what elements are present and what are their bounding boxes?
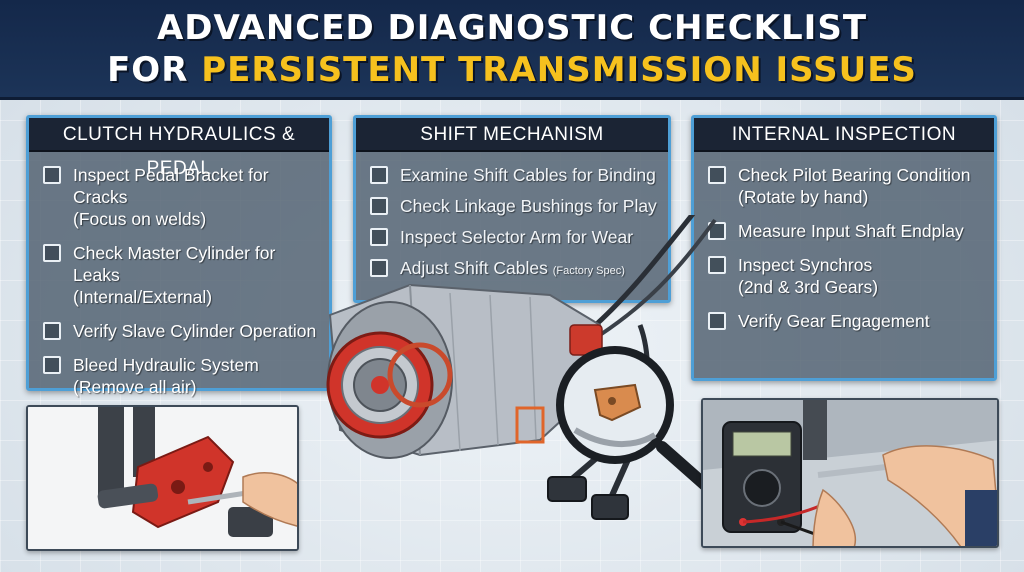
item-label: Verify Gear Engagement [738, 311, 930, 331]
item-detail: (2nd & 3rd Gears) [738, 277, 879, 297]
internal-checklist: Check Pilot Bearing Condition(Rotate by … [694, 152, 994, 332]
item-label: Check Master Cylinder for Leaks [73, 243, 276, 285]
item-label: Verify Slave Cylinder Operation [73, 321, 317, 341]
shift-mechanism-panel: SHIFT MECHANISM Examine Shift Cables for… [353, 115, 671, 303]
checkbox-icon[interactable] [43, 322, 61, 340]
item-detail: (Focus on welds) [73, 209, 207, 229]
checkbox-icon[interactable] [370, 228, 388, 246]
item-label: Measure Input Shaft Endplay [738, 221, 964, 241]
title-line-1: ADVANCED DIAGNOSTIC CHECKLIST [156, 8, 868, 48]
item-label: Examine Shift Cables for Binding [400, 165, 656, 185]
transmission-illustration [326, 215, 717, 520]
item-label: Check Pilot Bearing Condition [738, 165, 971, 185]
title-line-2: FOR PERSISTENT TRANSMISSION ISSUES [0, 49, 1024, 91]
title-accent: PERSISTENT TRANSMISSION ISSUES [201, 50, 917, 90]
item-label: Inspect Synchros [738, 255, 873, 275]
clutch-hydraulics-panel: CLUTCH HYDRAULICS & PEDAL Inspect Pedal … [26, 115, 332, 397]
checklist-item[interactable]: Inspect Selector Arm for Wear [370, 226, 658, 248]
checkbox-icon[interactable] [370, 197, 388, 215]
item-label: Check Linkage Bushings for Play [400, 196, 657, 216]
checklist-item[interactable]: Bleed Hydraulic System(Remove all air) [43, 354, 319, 398]
internal-inspection-panel: INTERNAL INSPECTION Check Pilot Bearing … [691, 115, 997, 381]
item-label: Adjust Shift Cables [400, 258, 548, 278]
item-label: Bleed Hydraulic System [73, 355, 259, 375]
checkbox-icon[interactable] [43, 166, 61, 184]
item-note: (Factory Spec) [552, 265, 625, 277]
checkbox-icon[interactable] [43, 244, 61, 262]
item-detail: (Internal/External) [73, 287, 213, 307]
checklist-item[interactable]: Check Linkage Bushings for Play [370, 195, 658, 217]
internal-panel-title: INTERNAL INSPECTION [694, 118, 994, 152]
checkbox-icon[interactable] [708, 256, 726, 274]
item-label: Inspect Selector Arm for Wear [400, 227, 634, 247]
checkbox-icon[interactable] [708, 166, 726, 184]
checklist-item[interactable]: Verify Slave Cylinder Operation [43, 320, 319, 342]
item-detail: (Rotate by hand) [738, 187, 869, 207]
checklist-item[interactable]: Examine Shift Cables for Binding [370, 164, 658, 186]
item-label: Inspect Pedal Bracket for Cracks [73, 165, 269, 207]
checkbox-icon[interactable] [370, 166, 388, 184]
checklist-item[interactable]: Inspect Synchros(2nd & 3rd Gears) [708, 254, 984, 298]
item-detail: (Remove all air) [73, 377, 197, 397]
checklist-item[interactable]: Check Pilot Bearing Condition(Rotate by … [708, 164, 984, 208]
clutch-panel-title: CLUTCH HYDRAULICS & PEDAL [29, 118, 329, 179]
checklist-item[interactable]: Adjust Shift Cables (Factory Spec) [370, 257, 658, 282]
shift-checklist: Examine Shift Cables for Binding Check L… [356, 152, 668, 282]
shift-panel-title: SHIFT MECHANISM [356, 118, 668, 152]
title-prefix: FOR [107, 50, 189, 90]
checkbox-icon[interactable] [708, 312, 726, 330]
magnifier-icon [556, 346, 711, 491]
checkbox-icon[interactable] [370, 259, 388, 277]
clutch-checklist: Inspect Pedal Bracket for Cracks(Focus o… [29, 152, 329, 398]
checklist-item[interactable]: Inspect Pedal Bracket for Cracks(Focus o… [43, 164, 319, 230]
checklist-item[interactable]: Verify Gear Engagement [708, 310, 984, 332]
multimeter-test-photo [701, 398, 999, 548]
checklist-item[interactable]: Measure Input Shaft Endplay [708, 220, 984, 242]
checkbox-icon[interactable] [43, 356, 61, 374]
pedal-bracket-photo [26, 405, 299, 551]
title-banner: ADVANCED DIAGNOSTIC CHECKLIST FOR PERSIS… [0, 0, 1024, 100]
checklist-item[interactable]: Check Master Cylinder for Leaks(Internal… [43, 242, 319, 308]
